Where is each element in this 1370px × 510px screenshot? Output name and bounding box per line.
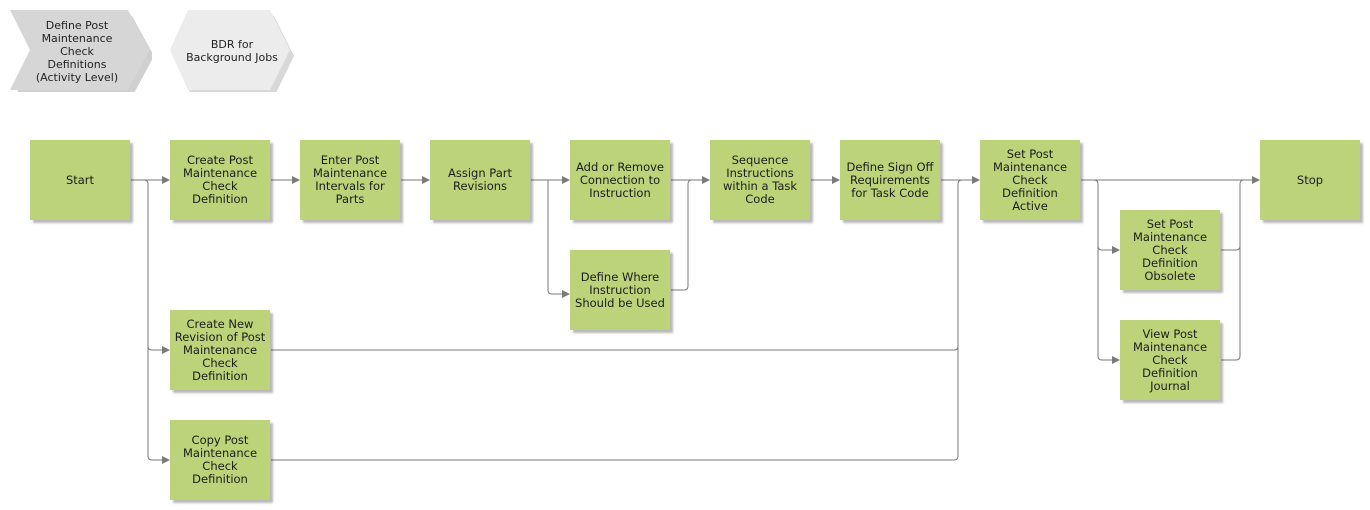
step-create-definition-label: Create Post Maintenance Check Definition	[182, 153, 258, 206]
step-add-remove-connection-label: Add or Remove Connection to Instruction	[575, 159, 664, 200]
connector-active-journal	[1097, 246, 1120, 364]
step-view-journal[interactable]: View Post Maintenance Check Definition J…	[1120, 320, 1220, 400]
connector-start-revision	[131, 179, 170, 354]
step-add-remove-connection[interactable]: Add or Remove Connection to Instruction	[570, 140, 670, 220]
step-create-definition[interactable]: Create Post Maintenance Check Definition	[170, 140, 270, 220]
step-view-journal-label: View Post Maintenance Check Definition J…	[1132, 326, 1208, 393]
step-start-label: Start	[65, 172, 95, 187]
step-define-sign-off-label: Define Sign Off Requirements for Task Co…	[846, 159, 934, 200]
step-stop-label: Stop	[1296, 172, 1324, 187]
connector-start-copy	[147, 346, 170, 464]
step-set-obsolete[interactable]: Set Post Maintenance Check Definition Ob…	[1120, 210, 1220, 290]
step-create-new-revision[interactable]: Create New Revision of Post Maintenance …	[170, 310, 270, 390]
step-create-new-revision-label: Create New Revision of Post Maintenance …	[174, 316, 266, 383]
step-define-where-used-label: Define Where Instruction Should be Used	[575, 269, 665, 310]
step-copy-definition-label: Copy Post Maintenance Check Definition	[182, 433, 258, 486]
connector-where-sequence	[671, 179, 693, 291]
step-sequence-instructions[interactable]: Sequence Instructions within a Task Code	[710, 140, 810, 220]
step-set-active[interactable]: Set Post Maintenance Check Definition Ac…	[980, 140, 1080, 220]
nav-activity-level-definitions[interactable]: Define Post Maintenance Check Definition…	[10, 10, 152, 92]
step-define-where-used[interactable]: Define Where Instruction Should be Used	[570, 250, 670, 330]
step-define-sign-off[interactable]: Define Sign Off Requirements for Task Co…	[840, 140, 940, 220]
step-assign-part-revisions-label: Assign Part Revisions	[448, 166, 512, 193]
chevron-shape	[10, 10, 152, 92]
step-set-active-label: Set Post Maintenance Check Definition Ac…	[992, 146, 1068, 213]
step-start[interactable]: Start	[30, 140, 130, 220]
connector-active-obsolete	[1081, 179, 1120, 254]
nav-bdr-background-jobs[interactable]: BDR for Background Jobs	[170, 10, 294, 92]
connector-copy-active	[271, 346, 959, 461]
step-set-obsolete-label: Set Post Maintenance Check Definition Ob…	[1132, 216, 1208, 283]
connector-obsolete-stop	[1221, 179, 1245, 251]
connector-journal-stop	[1221, 246, 1241, 361]
connector-assign-where	[547, 180, 570, 298]
step-copy-definition[interactable]: Copy Post Maintenance Check Definition	[170, 420, 270, 500]
step-sequence-instructions-label: Sequence Instructions within a Task Code	[722, 153, 798, 206]
hexagon-shape	[170, 10, 294, 92]
nav-activity-level-label: Define Post Maintenance Check Definition…	[35, 18, 119, 84]
step-enter-intervals[interactable]: Enter Post Maintenance Intervals for Par…	[300, 140, 400, 220]
nav-bdr-label: BDR for Background Jobs	[186, 38, 278, 64]
step-enter-intervals-label: Enter Post Maintenance Intervals for Par…	[312, 153, 388, 206]
step-stop[interactable]: Stop	[1260, 140, 1360, 220]
step-assign-part-revisions[interactable]: Assign Part Revisions	[430, 140, 530, 220]
